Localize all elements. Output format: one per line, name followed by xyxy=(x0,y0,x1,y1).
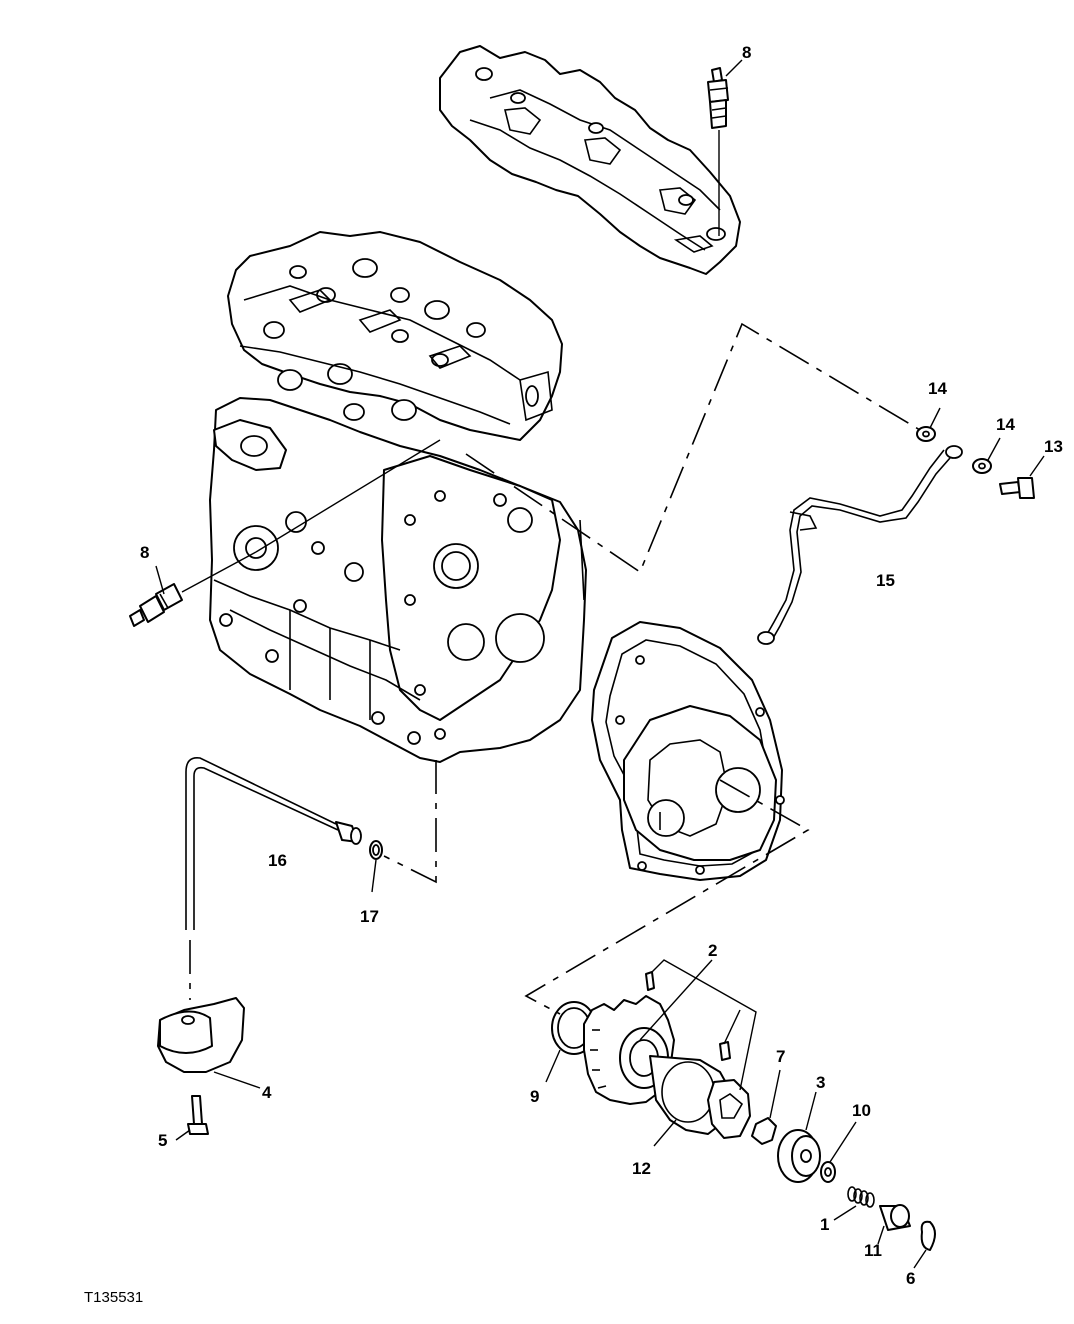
temperature-sensor-top xyxy=(707,59,743,236)
callout-7: 7 xyxy=(776,1047,785,1066)
spring-1 xyxy=(833,1186,875,1221)
gear-case-gasket xyxy=(591,621,785,881)
suction-pipe xyxy=(185,756,362,930)
callout-8-top: 8 xyxy=(742,43,751,62)
banjo-bolt-13 xyxy=(999,455,1045,499)
pump-cover-3 xyxy=(777,1091,821,1183)
cylinder-head-cover xyxy=(439,45,741,275)
callout-labels: 8 8 14 14 13 15 16 17 2 7 3 10 9 12 4 5 … xyxy=(140,43,1063,1288)
callout-14-b: 14 xyxy=(996,415,1015,434)
figure-id: T135531 xyxy=(84,1289,143,1306)
callout-1: 1 xyxy=(820,1215,829,1234)
callout-4: 4 xyxy=(262,1083,272,1102)
callout-16: 16 xyxy=(268,851,287,870)
callout-17: 17 xyxy=(360,907,379,926)
callout-14-a: 14 xyxy=(928,379,947,398)
callout-3: 3 xyxy=(816,1073,825,1092)
callout-5: 5 xyxy=(158,1131,167,1150)
callout-2: 2 xyxy=(708,941,717,960)
callout-6: 6 xyxy=(906,1269,915,1288)
pump-key-7 xyxy=(751,1069,781,1145)
washer-14b xyxy=(972,437,1001,474)
callout-11: 11 xyxy=(864,1241,882,1260)
callout-8-left: 8 xyxy=(140,543,149,562)
washer-10 xyxy=(820,1121,857,1183)
relief-valve-11 xyxy=(877,1204,911,1245)
assembly-center-lines xyxy=(189,322,921,1015)
oil-pressure-sensor-left xyxy=(129,439,441,627)
callout-10: 10 xyxy=(852,1101,871,1120)
washer-14a xyxy=(916,407,941,442)
oil-pump-gear xyxy=(583,959,713,1105)
callout-9: 9 xyxy=(530,1087,539,1106)
oil-pump-inner-rotor xyxy=(707,1079,751,1139)
oil-strainer xyxy=(157,997,261,1089)
pins xyxy=(645,959,757,1091)
strainer-bolt xyxy=(175,1095,209,1141)
engine-block xyxy=(209,231,587,763)
snap-ring-6 xyxy=(913,1220,936,1269)
oil-pipe xyxy=(757,445,963,645)
o-ring-17 xyxy=(369,840,383,893)
callout-15: 15 xyxy=(876,571,895,590)
callout-12: 12 xyxy=(632,1159,651,1178)
callout-13: 13 xyxy=(1044,437,1063,456)
